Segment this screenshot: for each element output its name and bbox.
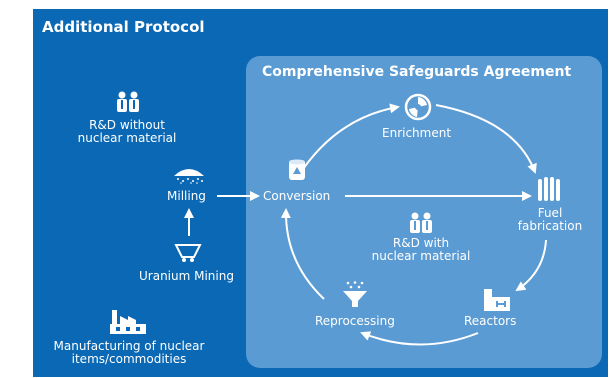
node-enrichment: Enrichment bbox=[382, 126, 452, 140]
centrifuge-icon bbox=[403, 92, 433, 126]
node-rd-without-nuclear-material: R&D without nuclear material bbox=[57, 119, 197, 145]
arrow-conversion-to-enrichment bbox=[296, 103, 400, 179]
fuel-fabrication-label: Fuel fabrication bbox=[517, 206, 583, 233]
fuel-rods-icon bbox=[537, 175, 561, 207]
arrow-enrichment-to-fuel bbox=[435, 104, 537, 174]
manufacturing-label: Manufacturing of nuclear items/commoditi… bbox=[53, 339, 205, 366]
node-fuel-fabrication: Fuel fabrication bbox=[510, 207, 590, 233]
arrow-reprocessing-to-conversion bbox=[280, 208, 325, 300]
drum-icon bbox=[287, 158, 307, 186]
funnel-icon bbox=[342, 281, 368, 313]
mining-cart-icon bbox=[174, 241, 202, 267]
factory-icon bbox=[108, 308, 148, 340]
node-milling: Milling bbox=[167, 189, 206, 203]
additional-protocol-title: Additional Protocol bbox=[42, 18, 205, 36]
node-reprocessing: Reprocessing bbox=[315, 314, 395, 328]
researchers-icon bbox=[406, 212, 436, 238]
powder-pile-icon bbox=[172, 162, 206, 188]
reactor-plant-icon bbox=[482, 287, 512, 317]
node-manufacturing: Manufacturing of nuclear items/commoditi… bbox=[39, 340, 219, 366]
rd-without-label: R&D without nuclear material bbox=[77, 118, 177, 145]
arrow-fuel-to-reactors bbox=[515, 239, 547, 292]
node-conversion: Conversion bbox=[263, 189, 331, 203]
safeguards-agreement-panel bbox=[246, 56, 602, 368]
node-reactors: Reactors bbox=[464, 314, 517, 328]
node-rd-with-nuclear-material: R&D with nuclear material bbox=[356, 237, 486, 263]
safeguards-agreement-title: Comprehensive Safeguards Agreement bbox=[262, 64, 572, 80]
node-uranium-mining: Uranium Mining bbox=[139, 269, 234, 283]
researchers-icon bbox=[113, 91, 143, 117]
rd-with-label: R&D with nuclear material bbox=[371, 236, 471, 263]
arrow-reactors-to-reprocessing bbox=[360, 331, 479, 346]
